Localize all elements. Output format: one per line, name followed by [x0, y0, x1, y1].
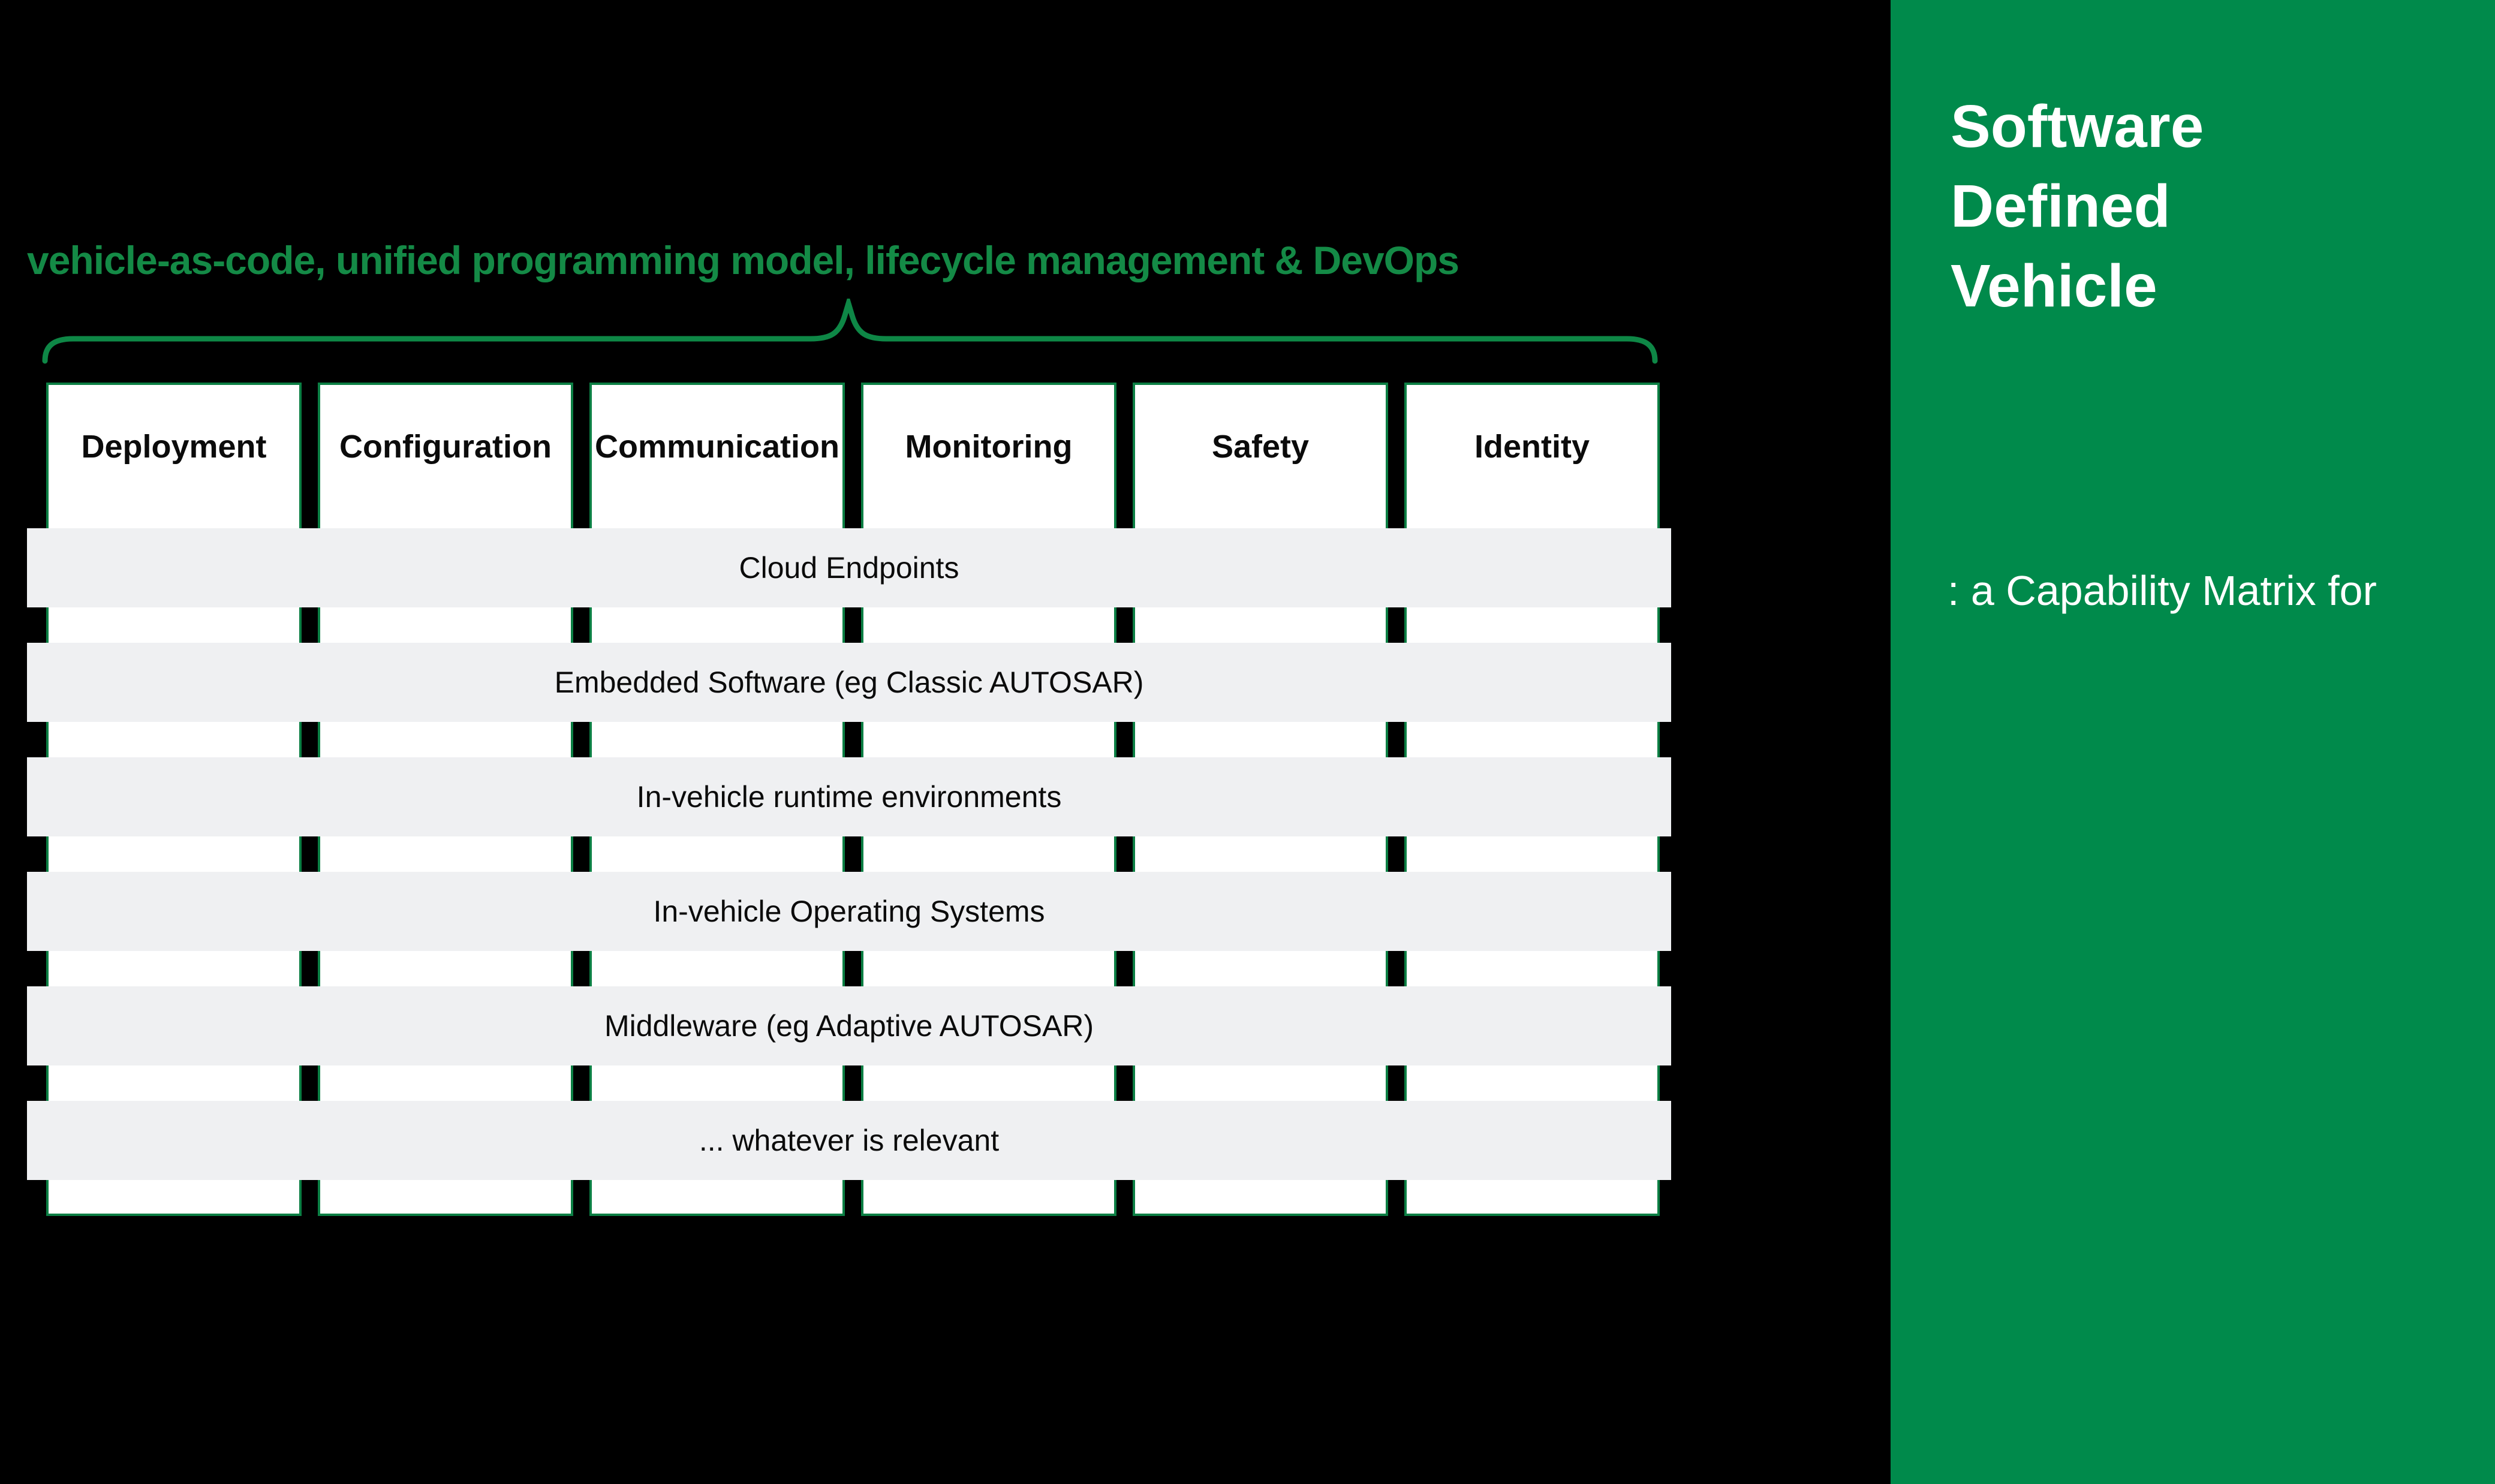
panel-title-line: Software — [1951, 93, 2204, 160]
matrix-row-cloud-endpoints: Cloud Endpoints — [27, 528, 1671, 607]
column-header-label: Identity — [1474, 429, 1590, 465]
capability-matrix: Deployment Configuration Communication M… — [27, 383, 1671, 1216]
column-header-label: Safety — [1211, 429, 1310, 465]
panel-title: Software Defined Vehicle — [1951, 87, 2204, 326]
row-label: Embedded Software (eg Classic AUTOSAR) — [554, 666, 1144, 699]
row-label: ... whatever is relevant — [699, 1124, 1000, 1157]
panel-subtitle: : a Capability Matrix for — [1948, 567, 2377, 614]
row-label: Middleware (eg Adaptive AUTOSAR) — [604, 1009, 1094, 1043]
row-label: In-vehicle Operating Systems — [653, 895, 1045, 928]
row-label: In-vehicle runtime environments — [636, 780, 1062, 814]
panel-title-line: Defined — [1951, 173, 2171, 240]
matrix-row-middleware: Middleware (eg Adaptive AUTOSAR) — [27, 986, 1671, 1065]
column-header-label: Communication — [594, 429, 839, 465]
curly-brace — [42, 299, 1658, 364]
matrix-row-operating-systems: In-vehicle Operating Systems — [27, 872, 1671, 951]
column-header-label: Configuration — [339, 429, 552, 465]
sdv-panel: Software Defined Vehicle : a Capability … — [1891, 0, 2495, 1484]
matrix-row-whatever-relevant: ... whatever is relevant — [27, 1101, 1671, 1180]
panel-title-line: Vehicle — [1951, 252, 2157, 320]
column-header-label: Deployment — [81, 429, 267, 465]
matrix-row-embedded-software: Embedded Software (eg Classic AUTOSAR) — [27, 643, 1671, 722]
matrix-row-runtime-environments: In-vehicle runtime environments — [27, 757, 1671, 836]
curly-brace-path — [42, 299, 1658, 364]
cluster-heading: vehicle-as-code, unified programming mod… — [27, 238, 1459, 282]
row-label: Cloud Endpoints — [739, 551, 959, 585]
column-header-label: Monitoring — [905, 429, 1073, 465]
